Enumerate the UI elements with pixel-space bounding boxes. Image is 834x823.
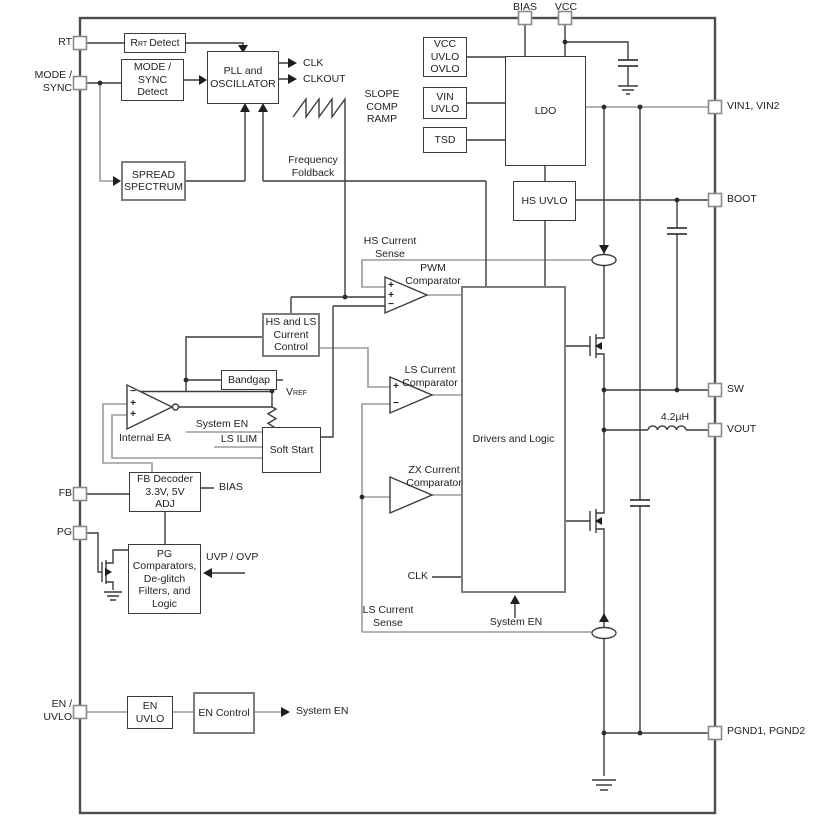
lscomp-minus: − xyxy=(393,398,399,409)
pin-label-en-uvlo: EN / UVLO xyxy=(43,698,72,723)
block-mode-sync-detect: MODE / SYNC Detect xyxy=(121,59,184,101)
pin-vin xyxy=(707,99,723,115)
block-vcc-uvlo-ovlo: VCC UVLO OVLO xyxy=(423,37,467,77)
label-internal-ea: Internal EA xyxy=(119,432,171,444)
pin-vcc xyxy=(557,10,573,26)
pin-boot xyxy=(707,192,723,208)
block-hs-ls-current-control: HS and LS Current Control xyxy=(262,313,320,357)
block-vin-uvlo: VIN UVLO xyxy=(423,87,467,119)
block-ldo: LDO xyxy=(505,56,586,166)
block-fb-decoder: FB Decoder 3.3V, 5V ADJ xyxy=(129,472,201,512)
label-clk-in: CLK xyxy=(407,570,428,582)
label-vref: VREF xyxy=(286,373,332,398)
block-hs-uvlo: HS UVLO xyxy=(513,181,576,221)
pin-label-vout: VOUT xyxy=(727,423,757,435)
vref-sub: REF xyxy=(293,389,308,397)
block-tsd: TSD xyxy=(423,127,467,153)
comparator-triangles xyxy=(126,275,434,515)
ls-current-sense-ellipse xyxy=(591,626,617,640)
pin-sw xyxy=(707,382,723,398)
dark-wires xyxy=(87,25,708,776)
label-frequency-foldback: Frequency Foldback xyxy=(288,154,338,179)
ea-output-bubble xyxy=(171,403,180,411)
rrt-suffix: Detect xyxy=(149,36,180,49)
hs-current-sense-ellipse xyxy=(591,253,617,267)
ls-current-comparator-triangle xyxy=(389,375,434,415)
zx-current-comparator-triangle xyxy=(389,475,434,515)
block-soft-start: Soft Start xyxy=(262,427,321,473)
block-en-uvlo: EN UVLO xyxy=(127,696,173,729)
pin-label-pgnd: PGND1, PGND2 xyxy=(727,725,806,737)
chip-border xyxy=(78,16,717,815)
block-spread-spectrum: SPREAD SPECTRUM xyxy=(121,161,186,201)
label-system-en-softstart: System EN xyxy=(195,418,249,430)
label-system-en-out: System EN xyxy=(296,705,349,717)
pin-label-rt: RT xyxy=(58,36,72,48)
pwm-plus2: + xyxy=(388,290,394,301)
internal-ea-triangle xyxy=(126,383,174,431)
ea-plus2: + xyxy=(130,409,136,420)
pin-label-boot: BOOT xyxy=(727,193,757,205)
pwm-minus: − xyxy=(388,299,394,310)
label-hs-current-sense: HS Current Sense xyxy=(363,235,417,260)
rrt-sub: RT xyxy=(138,40,148,48)
gray-wires xyxy=(87,83,708,713)
block-pg-logic: PG Comparators, De-glitch Filters, and L… xyxy=(128,544,201,614)
pwm-plus1: + xyxy=(388,280,394,291)
pin-fb xyxy=(72,486,88,502)
pin-label-fb: FB xyxy=(58,487,72,499)
label-clkout: CLKOUT xyxy=(303,73,346,85)
pin-pg xyxy=(72,525,88,541)
block-pll-oscillator: PLL and OSCILLATOR xyxy=(207,51,279,104)
ea-minus: − xyxy=(130,386,136,397)
pin-en-uvlo xyxy=(72,704,88,720)
current-sense-ellipses xyxy=(591,253,617,640)
vref-main: V xyxy=(286,385,294,398)
label-ls-current-sense: LS Current Sense xyxy=(362,604,414,629)
rrt-prefix: R xyxy=(130,36,138,49)
pin-squares xyxy=(72,10,723,741)
pin-label-vcc: VCC xyxy=(554,1,578,13)
label-system-en-drivers: System EN xyxy=(489,616,543,628)
pin-label-vin: VIN1, VIN2 xyxy=(727,100,780,112)
junction-dots xyxy=(97,39,680,736)
label-pwm-comparator: PWM Comparator xyxy=(405,262,461,287)
inductor-coil xyxy=(647,425,687,431)
pwm-comparator-triangle xyxy=(384,275,429,315)
pin-pgnd xyxy=(707,725,723,741)
arrowheads xyxy=(105,45,609,717)
pin-label-bias: BIAS xyxy=(513,1,537,13)
pin-label-mode-sync: MODE / SYNC xyxy=(34,69,72,94)
pin-rt xyxy=(72,35,88,51)
label-inductor-value: 4.2µH xyxy=(660,411,690,423)
block-drivers-logic: Drivers and Logic xyxy=(461,286,566,593)
label-slope-comp-ramp: SLOPE COMP RAMP xyxy=(364,88,400,126)
pin-label-sw: SW xyxy=(727,383,744,395)
label-ls-current-comparator: LS Current Comparator xyxy=(402,364,458,389)
label-clk: CLK xyxy=(303,57,324,69)
block-bandgap: Bandgap xyxy=(221,370,277,390)
pin-label-pg: PG xyxy=(56,526,72,538)
pin-bias xyxy=(517,10,533,26)
ea-plus1: + xyxy=(130,398,136,409)
pin-vout xyxy=(707,422,723,438)
label-uvp-ovp: UVP / OVP xyxy=(206,551,259,563)
pin-mode-sync xyxy=(72,75,88,91)
lscomp-plus: + xyxy=(393,381,399,392)
block-en-control: EN Control xyxy=(193,692,255,734)
label-bias-out: BIAS xyxy=(219,481,243,493)
label-ls-ilim: LS ILIM xyxy=(220,433,258,445)
label-zx-current-comparator: ZX Current Comparator xyxy=(406,464,462,489)
